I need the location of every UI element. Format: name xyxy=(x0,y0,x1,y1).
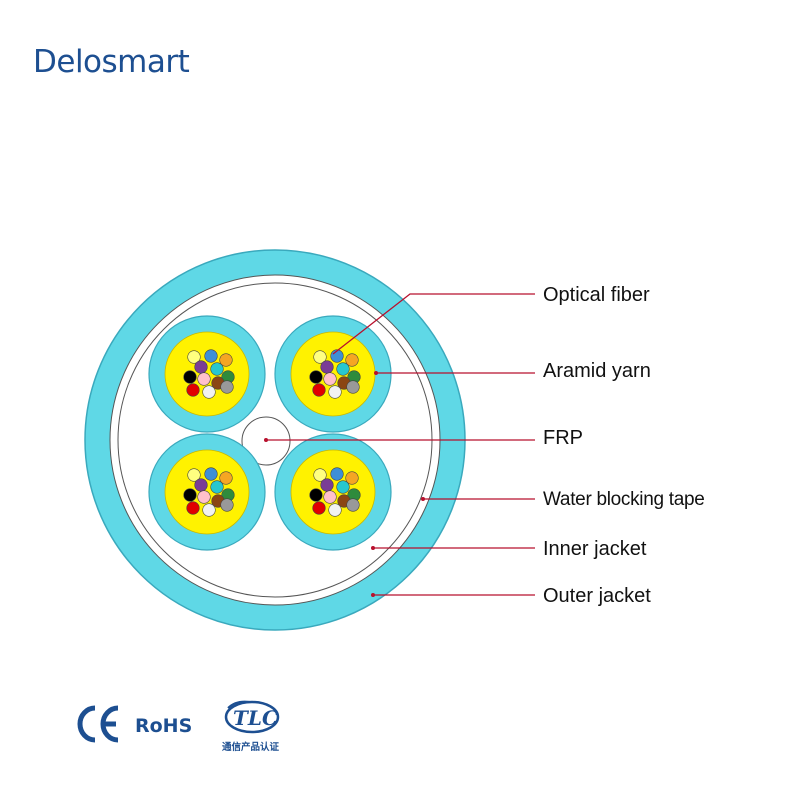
optical-fiber xyxy=(202,503,216,517)
tlc-mark: TLC xyxy=(233,706,278,730)
leader-dot-outer-jacket xyxy=(371,593,375,597)
optical-fiber xyxy=(336,362,350,376)
ce-mark-icon xyxy=(77,705,119,743)
label-water-blocking-tape: Water blocking tape xyxy=(543,489,705,510)
optical-fiber xyxy=(186,501,200,515)
optical-fiber xyxy=(313,350,327,364)
tlc-mark-icon xyxy=(224,700,280,734)
optical-fiber xyxy=(320,478,334,492)
optical-fiber xyxy=(336,480,350,494)
optical-fiber xyxy=(346,498,360,512)
leader-optical-fiber xyxy=(332,293,535,355)
optical-fiber xyxy=(187,468,201,482)
optical-fiber xyxy=(220,498,234,512)
label-inner-jacket: Inner jacket xyxy=(543,538,647,560)
rohs-mark: RoHS xyxy=(135,715,192,737)
certification-logos: RoHS TLC 通信产品认证 xyxy=(77,700,280,753)
optical-fiber xyxy=(323,372,337,386)
subunit-group xyxy=(148,315,392,551)
optical-fiber xyxy=(202,385,216,399)
subunit xyxy=(148,315,266,433)
optical-fiber xyxy=(320,360,334,374)
optical-fiber xyxy=(219,471,233,485)
leader-lines xyxy=(264,293,535,597)
optical-fiber xyxy=(345,471,359,485)
label-outer-jacket: Outer jacket xyxy=(543,585,651,607)
optical-fiber xyxy=(313,468,327,482)
leader-dot-inner-jacket xyxy=(371,546,375,550)
optical-fiber xyxy=(328,385,342,399)
optical-fiber xyxy=(309,488,323,502)
optical-fiber xyxy=(312,383,326,397)
optical-fiber xyxy=(330,467,344,481)
tlc-subtitle: 通信产品认证 xyxy=(222,741,280,753)
optical-fiber xyxy=(345,353,359,367)
optical-fiber xyxy=(194,360,208,374)
subunit xyxy=(274,315,392,433)
brand-logo: Delosmart xyxy=(33,44,190,80)
optical-fiber xyxy=(210,480,224,494)
optical-fiber xyxy=(328,503,342,517)
optical-fiber xyxy=(204,467,218,481)
optical-fiber xyxy=(210,362,224,376)
optical-fiber xyxy=(309,370,323,384)
optical-fiber xyxy=(220,380,234,394)
leader-dot-frp xyxy=(264,438,268,442)
optical-fiber xyxy=(219,353,233,367)
leader-dot-water-blocking xyxy=(421,497,425,501)
subunit xyxy=(148,433,266,551)
label-aramid-yarn: Aramid yarn xyxy=(543,360,651,382)
optical-fiber xyxy=(183,488,197,502)
optical-fiber xyxy=(204,349,218,363)
optical-fiber xyxy=(183,370,197,384)
label-frp: FRP xyxy=(543,427,583,449)
optical-fiber xyxy=(312,501,326,515)
optical-fiber xyxy=(197,372,211,386)
optical-fiber xyxy=(323,490,337,504)
optical-fiber xyxy=(197,490,211,504)
optical-fiber xyxy=(187,350,201,364)
optical-fiber xyxy=(346,380,360,394)
optical-fiber xyxy=(194,478,208,492)
leader-dot-aramid xyxy=(374,371,378,375)
optical-fiber xyxy=(186,383,200,397)
label-optical-fiber: Optical fiber xyxy=(543,284,650,306)
subunit xyxy=(274,433,392,551)
